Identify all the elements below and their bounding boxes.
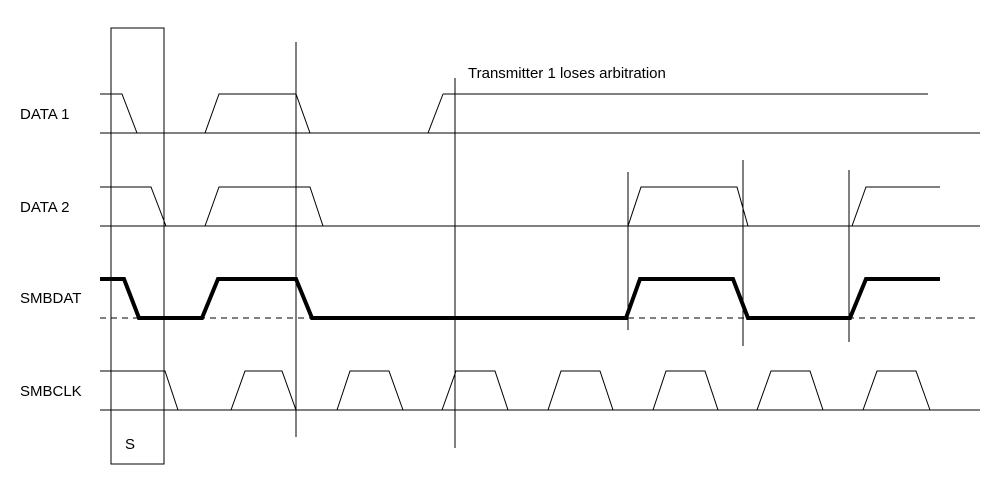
arbitration-annotation: Transmitter 1 loses arbitration xyxy=(468,65,666,82)
smbdat-label: SMBDAT xyxy=(20,290,82,307)
smbclk-waveform xyxy=(100,370,931,411)
data2-label: DATA 2 xyxy=(20,199,70,216)
data1-waveform xyxy=(100,93,444,134)
data2-waveform xyxy=(100,186,940,227)
smbclk-label: SMBCLK xyxy=(20,383,82,400)
start-condition-label: S xyxy=(125,436,136,453)
smbdat-waveform xyxy=(100,277,940,320)
start-condition-box xyxy=(110,27,165,465)
data1-label: DATA 1 xyxy=(20,106,70,123)
